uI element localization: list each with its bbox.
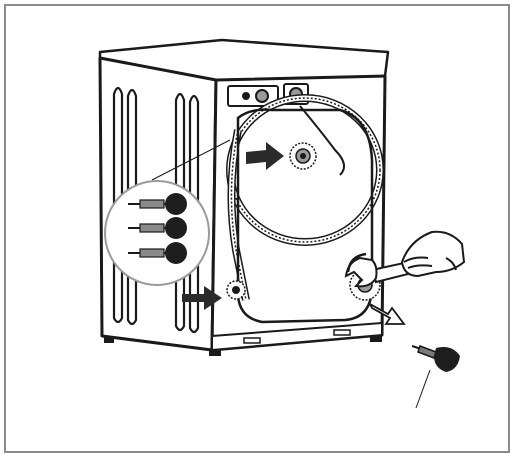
- hand-icon: [402, 232, 464, 276]
- transit-bolt-top: [290, 143, 316, 169]
- removed-transit-bolt: [412, 346, 460, 372]
- pointer-line: [416, 370, 430, 408]
- transit-bolt-bottom-left: [227, 281, 245, 299]
